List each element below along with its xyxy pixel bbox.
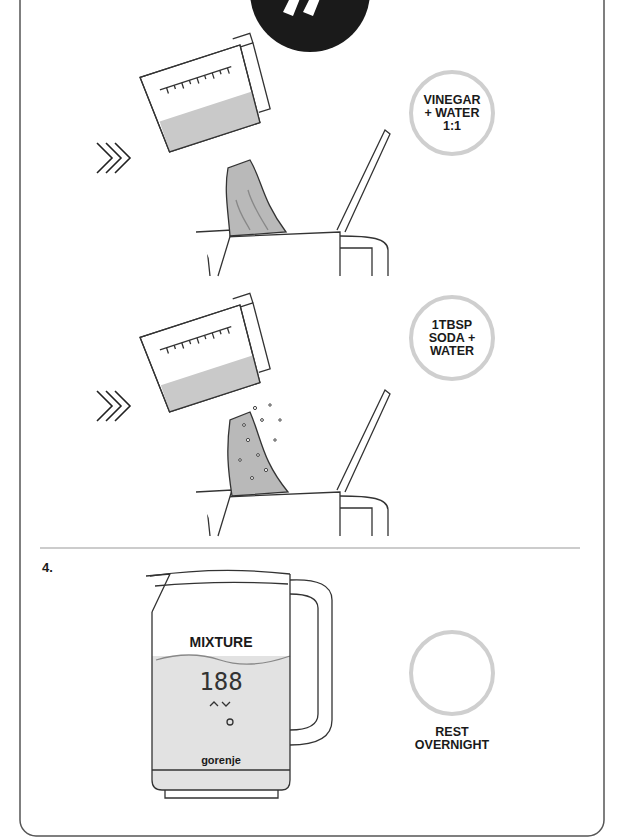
label: gorenje: [201, 754, 241, 766]
display-digits: 188: [199, 668, 242, 696]
badge-circle: VINEGAR + WATER 1:1: [409, 70, 495, 156]
badge-text: REST OVERNIGHT: [397, 726, 507, 752]
step-number: 4.: [42, 560, 53, 575]
badge-circle: REST OVERNIGHT: [409, 630, 495, 716]
badge-text: VINEGAR + WATER 1:1: [420, 94, 484, 133]
badge-text: 1TBSP SODA + WATER: [420, 319, 484, 358]
label: MIXTURE: [190, 634, 253, 650]
badge-circle: 1TBSP SODA + WATER: [409, 295, 495, 381]
